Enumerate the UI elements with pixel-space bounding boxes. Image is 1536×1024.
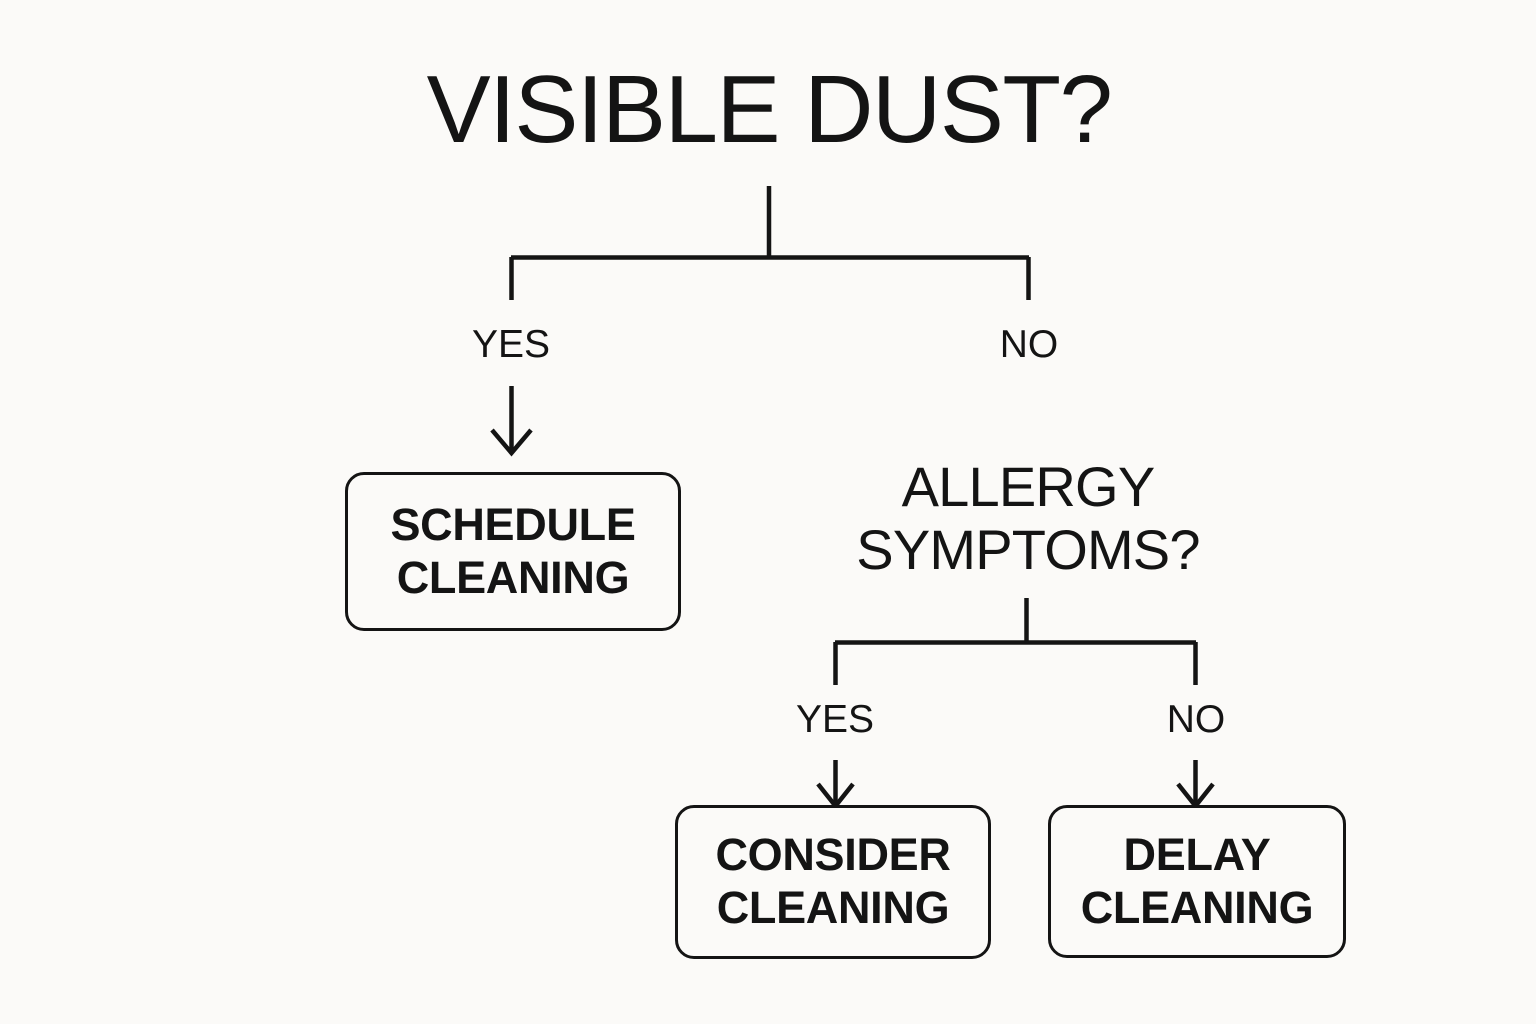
edge-label-sub-no: NO <box>1166 698 1226 741</box>
node-delay-cleaning[interactable]: DELAY CLEANING <box>1048 805 1346 958</box>
edge-label-sub-yes: YES <box>795 698 875 741</box>
sub-question-text: ALLERGY SYMPTOMS? <box>856 455 1200 581</box>
node-delay-cleaning-label: DELAY CLEANING <box>1080 828 1314 933</box>
edge-label-root-no: NO <box>999 323 1059 366</box>
node-consider-cleaning[interactable]: CONSIDER CLEANING <box>675 805 991 959</box>
arrowhead-to-delay <box>1176 782 1215 810</box>
node-schedule-cleaning[interactable]: SCHEDULE CLEANING <box>345 472 681 631</box>
edge-label-root-yes: YES <box>471 323 551 366</box>
root-question-text: VISIBLE DUST? <box>426 56 1113 163</box>
node-consider-cleaning-label: CONSIDER CLEANING <box>715 829 951 933</box>
arrowhead-to-consider <box>816 782 855 810</box>
node-schedule-cleaning-label: SCHEDULE CLEANING <box>390 498 636 603</box>
arrowhead-to-schedule <box>490 428 533 457</box>
